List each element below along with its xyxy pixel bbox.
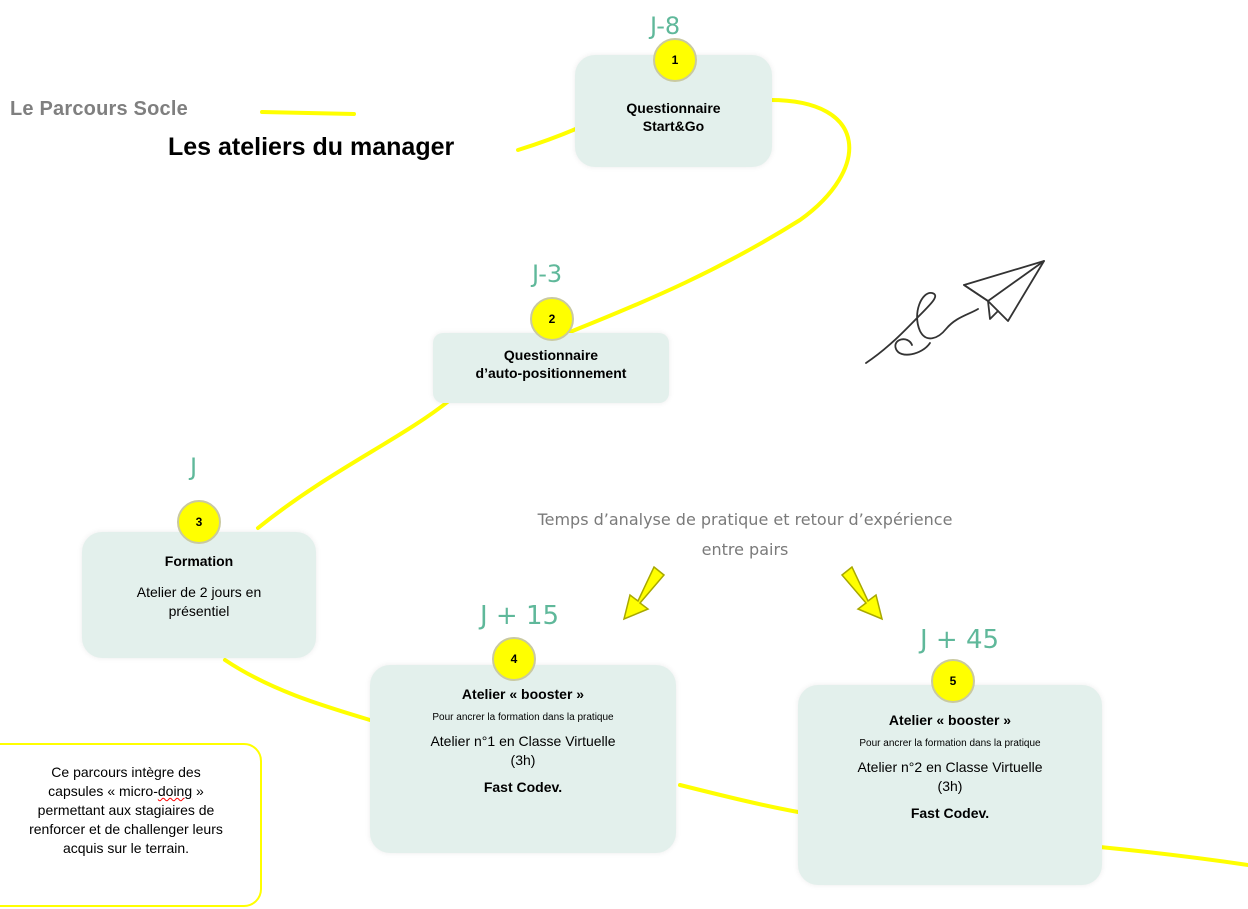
arrow-down-left-icon (622, 565, 666, 621)
note-line4: renforcer et de challenger leurs (29, 821, 223, 837)
step4-day: J + 15 (480, 601, 560, 631)
step3-detail-line1: Atelier de 2 jours en (136, 584, 262, 600)
note-line2: capsules « micro-doing » (20, 782, 232, 801)
note-line2-start: capsules « micro- (48, 783, 158, 799)
step5-title: Atelier « booster » (888, 712, 1012, 728)
step3-card: Formation Atelier de 2 jours en présenti… (82, 532, 316, 658)
step4-subtitle: Pour ancrer la formation dans la pratiqu… (432, 712, 614, 723)
step2-day: J-3 (532, 260, 563, 288)
paper-plane-icon (865, 260, 1045, 364)
note-line2-doing: doing (157, 783, 193, 799)
step3-detail-line2: présentiel (168, 603, 230, 619)
step2-card: Questionnaire d’auto-positionnement (433, 333, 669, 403)
step4-footer: Fast Codev. (483, 779, 563, 795)
step5-card: Atelier « booster » Pour ancrer la forma… (798, 685, 1102, 885)
step2-title-line1: Questionnaire (503, 347, 599, 363)
step3-badge: 3 (177, 500, 221, 544)
step3-day: J (190, 453, 198, 481)
step4-card: Atelier « booster » Pour ancrer la forma… (370, 665, 676, 853)
step5-subtitle: Pour ancrer la formation dans la pratiqu… (859, 738, 1041, 749)
micro-doing-note: Ce parcours intègre des capsules « micro… (0, 743, 262, 907)
note-line5: acquis sur le terrain. (62, 840, 190, 856)
step5-day: J + 45 (920, 625, 1000, 655)
step5-detail-line1: Atelier n°2 en Classe Virtuelle (857, 759, 1043, 775)
step5-detail-line2: (3h) (937, 778, 963, 794)
step1-badge: 1 (653, 38, 697, 82)
step2-badge: 2 (530, 297, 574, 341)
note-line3: permettant aux stagiaires de (37, 802, 215, 818)
peer-note-line1: Temps d’analyse de pratique et retour d’… (537, 510, 953, 529)
step4-title: Atelier « booster » (461, 686, 585, 702)
step3-title: Formation (164, 553, 234, 569)
title-line2: Les ateliers du manager (168, 133, 455, 161)
step4-badge: 4 (492, 637, 536, 681)
step2-title-line2: d’auto-positionnement (475, 365, 627, 381)
peer-exchange-note: Temps d’analyse de pratique et retour d’… (495, 505, 995, 565)
step1-title: Questionnaire Start&Go (626, 100, 721, 134)
note-line1: Ce parcours intègre des (51, 764, 201, 780)
note-line2-end: » (192, 783, 204, 799)
step1-day: J-8 (650, 12, 681, 40)
step1-card: Questionnaire Start&Go (575, 55, 772, 167)
step4-detail-line2: (3h) (510, 752, 536, 768)
peer-note-line2: entre pairs (701, 540, 789, 559)
step4-detail-line1: Atelier n°1 en Classe Virtuelle (430, 733, 616, 749)
step5-footer: Fast Codev. (910, 805, 990, 821)
arrow-down-right-icon (840, 565, 884, 621)
step5-badge: 5 (931, 659, 975, 703)
title-line1: Le Parcours Socle (10, 98, 188, 120)
